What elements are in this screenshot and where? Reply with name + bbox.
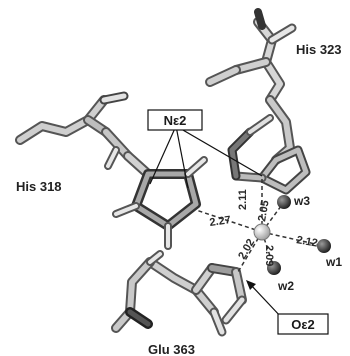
water-w1-label: w1 [325,255,342,269]
distance-label: 2.05 [256,199,272,222]
water-w3-atom [277,195,291,209]
distance-label: 2.12 [295,234,318,250]
ne2-label: Nε2 [164,113,187,128]
water-w3-label: w3 [293,194,310,208]
water-w2-atom [267,261,281,275]
water-w2-label: w2 [277,279,294,293]
his-323-residue [205,8,311,195]
glu-363-residue [111,250,247,337]
residue-label-his-318: His 318 [16,179,62,194]
his-318-residue [15,91,208,250]
metal-ion [253,223,271,241]
water-w1-atom [317,239,331,253]
distance-label: 2.11 [237,189,249,210]
residue-label-glu-363: Glu 363 [148,342,195,356]
ne2-callout: Nε2 [147,109,263,189]
distance-label: 2.02 [236,237,257,262]
residue-label-his-323: His 323 [296,42,342,57]
distance-label: 2.27 [209,214,232,229]
oe2-label: Oε2 [291,317,315,332]
oe2-callout: Oε2 [246,280,329,335]
distance-label: 2.09 [263,245,275,266]
